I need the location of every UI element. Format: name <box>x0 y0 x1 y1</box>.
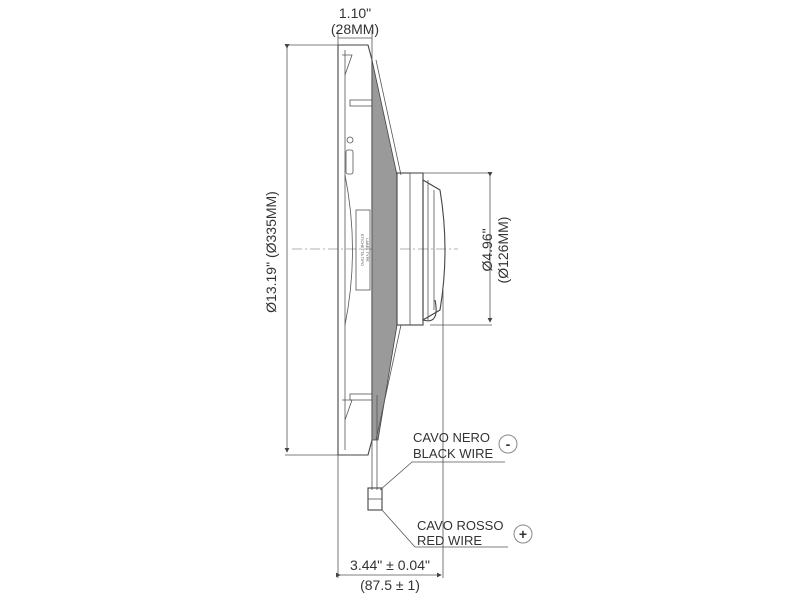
red-wire-en-label: RED WIRE <box>417 533 482 548</box>
depth-mm-label: (87.5 ± 1) <box>360 577 420 593</box>
plus-icon <box>513 524 533 544</box>
motor-diameter-mm-label: (Ø126MM) <box>495 217 511 284</box>
black-wire-en-label: BLACK WIRE <box>413 446 494 461</box>
black-wire-it-label: CAVO NERO <box>413 430 490 445</box>
thickness-dimension: 1.10" (28MM) <box>285 5 379 60</box>
red-wire-it-label: CAVO ROSSO <box>417 518 503 533</box>
motor-diameter-inch-label: Ø4.96" <box>479 228 495 271</box>
minus-icon <box>498 434 518 454</box>
diameter-dimension: Ø13.19" (Ø335MM) <box>263 44 338 456</box>
black-wire-callout: CAVO NERO BLACK WIRE - <box>379 430 518 491</box>
fan-label-line2: LABEL TYPE <box>365 238 370 262</box>
depth-dimension: 3.44" ± 0.04" (87.5 ± 1) <box>336 290 444 593</box>
motor-diameter-dimension: Ø4.96" (Ø126MM) <box>410 172 511 326</box>
minus-symbol: - <box>506 436 511 452</box>
diameter-label: Ø13.19" (Ø335MM) <box>263 191 279 313</box>
fan-shroud: ETICHETTA TIPO LABEL TYPE <box>337 44 373 456</box>
fan-blades <box>371 59 402 441</box>
motor <box>396 172 446 326</box>
fan-label-line1: ETICHETTA TIPO <box>360 234 365 266</box>
wire-harness <box>367 395 383 511</box>
depth-inch-label: 3.44" ± 0.04" <box>350 557 430 573</box>
thickness-inch-label: 1.10" <box>339 5 371 21</box>
red-wire-callout: CAVO ROSSO RED WIRE + <box>381 509 533 548</box>
plus-symbol: + <box>519 526 527 542</box>
thickness-mm-label: (28MM) <box>331 21 379 37</box>
